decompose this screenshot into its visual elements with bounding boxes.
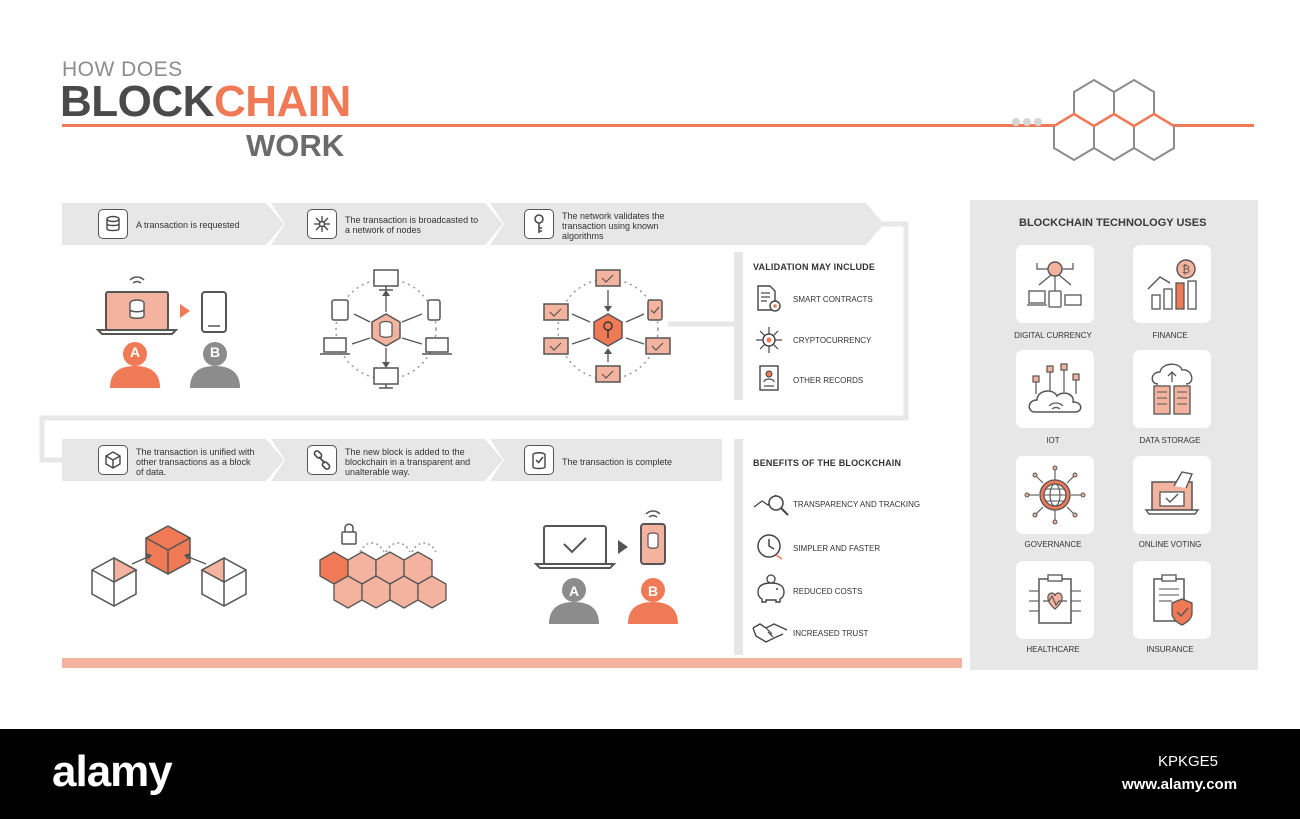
network-icon bbox=[307, 209, 337, 239]
benefit-item-label: TRANSPARENCY AND TRACKING bbox=[793, 500, 921, 509]
validation-item-label: OTHER RECORDS bbox=[793, 376, 864, 385]
use-item-label: GOVERNANCE bbox=[1024, 540, 1082, 549]
bottom-accent-bar bbox=[62, 658, 962, 668]
iot-tile bbox=[1016, 350, 1094, 428]
step-banner-3 bbox=[490, 203, 884, 245]
step-6-text: The transaction is complete bbox=[562, 457, 673, 467]
magnifier-chart-icon bbox=[753, 494, 789, 516]
checklist-icon bbox=[524, 445, 554, 475]
benefit-item-label: INCREASED TRUST bbox=[793, 629, 869, 638]
title-chain: CHAIN bbox=[213, 77, 351, 126]
use-item-label: IOT bbox=[1046, 436, 1060, 445]
finance-tile: ₿ bbox=[1133, 245, 1211, 323]
uses-title: BLOCKCHAIN TECHNOLOGY USES bbox=[1019, 217, 1207, 229]
broadcast-network-illustration bbox=[320, 269, 452, 389]
heading-subtitle: WORK bbox=[246, 128, 345, 163]
footer-url: www.alamy.com bbox=[1122, 776, 1238, 793]
validation-item-label: SMART CONTRACTS bbox=[793, 295, 873, 304]
chain-link-icon bbox=[307, 445, 337, 475]
svg-text:₿: ₿ bbox=[1182, 264, 1190, 276]
validation-network-illustration bbox=[543, 269, 671, 383]
piggy-bank-icon bbox=[757, 574, 785, 603]
watermark-footer bbox=[0, 729, 1300, 819]
use-item-label: HEALTHCARE bbox=[1026, 645, 1080, 654]
globe-network-icon bbox=[1024, 465, 1086, 525]
clipboard-heart-icon bbox=[1029, 574, 1081, 624]
person-b-label: B bbox=[647, 583, 659, 599]
header-cubes-icon bbox=[1053, 78, 1175, 162]
person-a-label: A bbox=[129, 344, 141, 360]
title-block: BLOCK bbox=[60, 77, 214, 126]
validation-title: VALIDATION MAY INCLUDE bbox=[753, 262, 876, 272]
footer-image-id: KPKGE5 bbox=[1158, 753, 1219, 770]
benefits-title: BENEFITS OF THE BLOCKCHAIN bbox=[753, 458, 902, 468]
step-1-text: A transaction is requested bbox=[136, 220, 240, 230]
benefits-divider bbox=[734, 439, 743, 655]
governance-tile bbox=[1016, 456, 1094, 534]
transaction-request-illustration bbox=[95, 276, 240, 388]
step-2-text: The transaction is broadcasted to a netw… bbox=[345, 215, 479, 235]
use-item-label: ONLINE VOTING bbox=[1138, 540, 1202, 549]
header-dots bbox=[1012, 113, 1052, 126]
healthcare-tile bbox=[1016, 561, 1094, 639]
use-item-label: DIGITAL CURRENCY bbox=[1014, 331, 1092, 340]
handshake-icon bbox=[752, 623, 788, 643]
contract-gear-icon bbox=[757, 285, 781, 312]
cube-icon bbox=[98, 445, 128, 475]
validation-item-label: CRYPTOCURRENCY bbox=[793, 336, 872, 345]
block-unify-illustration bbox=[91, 525, 247, 607]
iot-cloud-icon bbox=[1028, 363, 1082, 413]
use-item-label: DATA STORAGE bbox=[1139, 436, 1201, 445]
data-storage-icon bbox=[1151, 363, 1193, 415]
chip-icon bbox=[756, 327, 782, 353]
shield-document-icon bbox=[1153, 574, 1193, 626]
benefit-item-label: SIMPLER AND FASTER bbox=[793, 544, 881, 553]
online-voting-tile bbox=[1133, 456, 1211, 534]
use-item-label: FINANCE bbox=[1152, 331, 1188, 340]
header-divider bbox=[62, 124, 1254, 127]
heading-title: BLOCKCHAIN bbox=[60, 78, 351, 126]
ballot-box-icon bbox=[1144, 471, 1200, 515]
clock-icon bbox=[757, 534, 783, 560]
validation-divider bbox=[734, 252, 743, 400]
step-5-text: The new block is added to the blockchain… bbox=[345, 447, 471, 477]
database-icon bbox=[98, 209, 128, 239]
uses-panel bbox=[970, 200, 1258, 670]
person-a-label: A bbox=[568, 583, 580, 599]
finance-icon: ₿ bbox=[1147, 259, 1197, 310]
digital-currency-icon bbox=[1027, 261, 1082, 308]
data-storage-tile bbox=[1133, 350, 1211, 428]
footer-brand: alamy bbox=[52, 747, 173, 796]
digital-currency-tile bbox=[1016, 245, 1094, 323]
benefit-item-label: REDUCED COSTS bbox=[793, 587, 863, 596]
key-icon bbox=[524, 209, 554, 239]
blockchain-add-illustration bbox=[319, 523, 447, 609]
record-icon bbox=[759, 365, 779, 391]
heading-pre-title: HOW DOES bbox=[62, 58, 183, 81]
use-item-label: INSURANCE bbox=[1146, 645, 1194, 654]
flow-connector bbox=[39, 221, 909, 463]
step-4-text: The transaction is unified with other tr… bbox=[136, 447, 255, 477]
transaction-complete-illustration bbox=[533, 510, 678, 624]
insurance-tile bbox=[1133, 561, 1211, 639]
person-b-label: B bbox=[209, 344, 221, 360]
step-3-text: The network validates the transaction us… bbox=[562, 211, 665, 241]
